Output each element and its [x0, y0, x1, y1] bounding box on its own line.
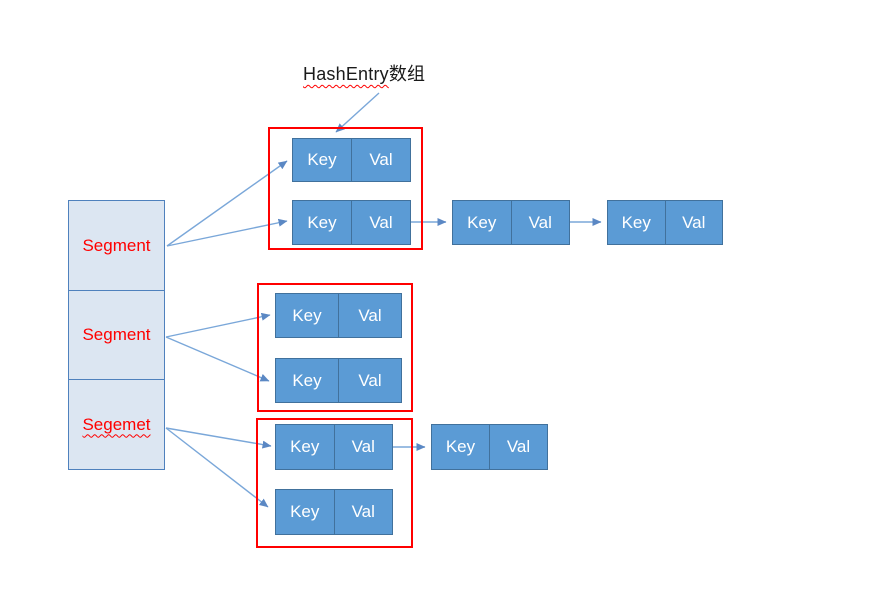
segment-label: Segment [82, 325, 151, 344]
arrow-seg3-to-bucket2 [165, 427, 269, 508]
val-cell: Val [358, 305, 382, 325]
arrow-seg2-to-bucket2 [165, 336, 270, 382]
segment-array: Segment Segment Segemet [68, 200, 165, 470]
title-misspelled-text: HashEntry [303, 64, 389, 84]
key-cell: Key [276, 490, 335, 534]
key-cell: Key [293, 139, 352, 181]
title-cjk-text: 数组 [388, 64, 426, 84]
segment-cell-1: Segment [68, 200, 165, 291]
key-cell: Key [276, 359, 339, 402]
segment-label: Segment [82, 235, 151, 255]
arrow-seg2-to-bucket1 [165, 312, 271, 338]
val-cell: Val [351, 437, 375, 456]
hashentry-group-2 [257, 283, 413, 412]
key-cell: Key [453, 201, 512, 244]
val-cell: Val [528, 212, 552, 232]
hash-entry-node: Key Val [275, 293, 402, 338]
val-cell: Val [369, 212, 393, 232]
key-cell: Key [276, 294, 339, 337]
hash-entry-node: Key Val [275, 358, 402, 403]
segment-label-misspelled: Segemet [82, 414, 151, 434]
hash-entry-node: Key Val [275, 424, 393, 470]
hashentry-group-1 [268, 127, 423, 250]
key-cell: Key [293, 201, 352, 244]
val-cell: Val [506, 437, 531, 456]
hash-entry-node: Key Val [452, 200, 570, 245]
segment-cell-3: Segemet [68, 379, 165, 470]
diagram-title: HashEntry数组 [303, 60, 425, 86]
hashentry-group-3 [256, 418, 413, 548]
hash-entry-node: Key Val [607, 200, 723, 245]
val-cell: Val [682, 212, 706, 232]
val-cell: Val [351, 502, 375, 521]
hash-entry-node: Key Val [292, 200, 411, 245]
hash-entry-node: Key Val [275, 489, 393, 535]
segment-cell-2: Segment [68, 289, 165, 381]
key-cell: Key [432, 425, 490, 469]
hash-entry-node: Key Val [431, 424, 548, 470]
val-cell: Val [369, 150, 393, 169]
hash-entry-node: Key Val [292, 138, 411, 182]
key-cell: Key [276, 425, 335, 469]
key-cell: Key [608, 201, 666, 244]
val-cell: Val [358, 370, 382, 390]
